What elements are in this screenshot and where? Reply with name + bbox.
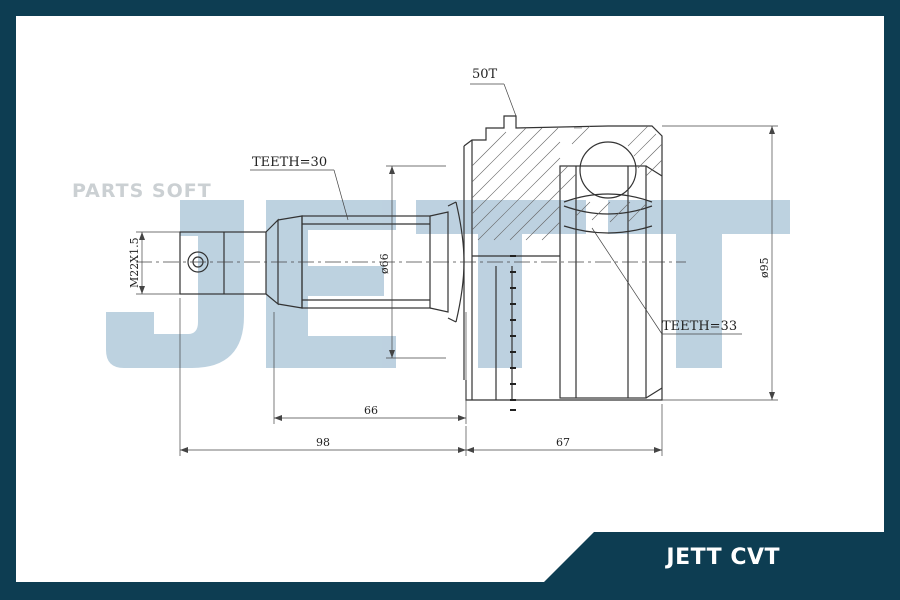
dimension-lines: [136, 83, 778, 456]
dimension-arrows: [139, 126, 775, 453]
length-98-label: 98: [316, 436, 330, 449]
cv-joint-technical-drawing: TEETH=30 50T TEETH=33 66 98 67 ø66 ø95 M…: [106, 67, 790, 456]
teeth-shaft-callout: TEETH=30: [252, 155, 327, 170]
brand-label: JETT CVT: [666, 545, 780, 570]
jett-logo-watermark: [106, 200, 790, 368]
shaft-diameter-label: ø66: [378, 253, 391, 274]
brand-corner-tab: [544, 532, 884, 582]
housing-diameter-label: ø95: [758, 257, 771, 278]
abs-ring-callout: 50T: [472, 67, 498, 82]
abs-ring-teeth: [510, 255, 516, 411]
length-66-label: 66: [364, 404, 378, 417]
housing-hatching: [471, 125, 663, 241]
teeth-inner-callout: TEETH=33: [662, 319, 737, 334]
length-67-label: 67: [556, 436, 570, 449]
thread-label: M22X1.5: [128, 237, 141, 288]
drawing-frame: TEETH=30 50T TEETH=33 66 98 67 ø66 ø95 M…: [16, 16, 884, 582]
parts-soft-watermark: PARTS SOFT: [72, 180, 212, 202]
